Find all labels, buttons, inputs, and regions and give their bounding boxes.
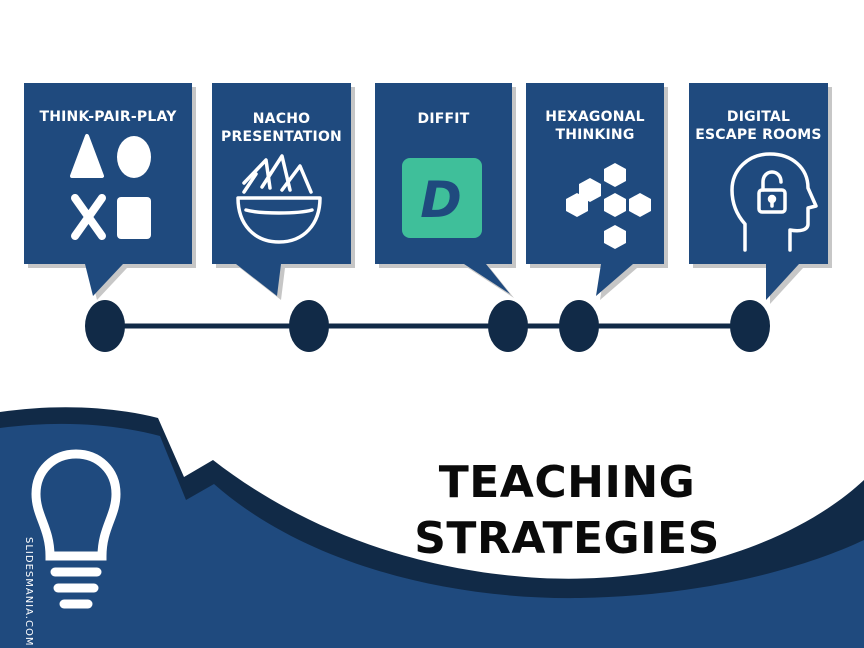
card-title-digital-escape-rooms: DIGITAL ESCAPE ROOMS <box>689 108 828 144</box>
timeline-dot <box>85 300 125 352</box>
card-title-diffit: DIFFIT <box>375 110 512 128</box>
timeline-dot <box>730 300 770 352</box>
head-lock-icon <box>730 152 818 252</box>
hexagons-icon <box>566 163 651 249</box>
card-title-nacho-presentation: NACHO PRESENTATION <box>212 110 351 146</box>
card-title-hexagonal-thinking: HEXAGONAL THINKING <box>526 108 664 144</box>
card-think-pair-play <box>24 83 192 296</box>
card-title-line: HEXAGONAL <box>545 109 645 125</box>
lightbulb-icon <box>31 449 121 609</box>
diffit-logo-icon: D <box>402 158 482 238</box>
shapes-icon <box>70 134 151 240</box>
card-title-line: PRESENTATION <box>221 129 342 145</box>
diffit-logo-letter: D <box>420 171 462 229</box>
bottom-wave-light <box>0 423 864 648</box>
page-title-line-1: TEACHING <box>438 457 696 508</box>
page-title-line-2: STRATEGIES <box>414 513 720 564</box>
timeline-dot <box>559 300 599 352</box>
card-title-line: DIGITAL <box>726 109 791 125</box>
card-title-think-pair-play: THINK-PAIR-PLAY <box>24 108 192 126</box>
timeline-dot <box>488 300 528 352</box>
nacho-bowl-icon <box>236 154 322 244</box>
timeline <box>85 300 770 352</box>
card-title-line: DIFFIT <box>417 111 470 127</box>
card-title-line: THINK-PAIR-PLAY <box>39 109 177 125</box>
card-title-line: NACHO <box>252 111 311 127</box>
card-title-line: THINKING <box>555 127 635 143</box>
credit-text: SLIDESMANIA.COM <box>23 537 34 647</box>
card-title-line: ESCAPE ROOMS <box>695 127 822 143</box>
timeline-dot <box>289 300 329 352</box>
